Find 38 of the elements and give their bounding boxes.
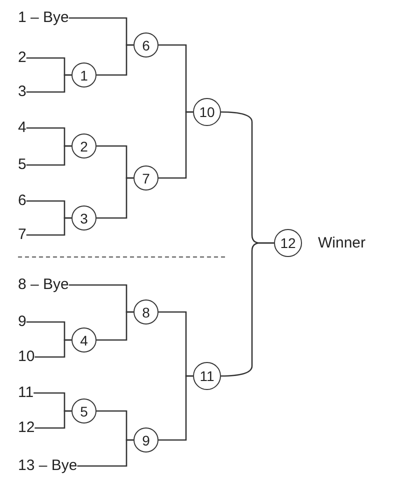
game-number-circle: 6 xyxy=(134,32,158,58)
team-entry: 9 xyxy=(18,313,26,331)
bracket-line xyxy=(158,111,193,179)
winner-label: Winner xyxy=(318,234,366,252)
game-number-circle: 5 xyxy=(72,398,96,424)
game-number-circle: 9 xyxy=(134,428,158,452)
game-number-circle: 8 xyxy=(134,300,158,324)
bracket-line xyxy=(26,217,72,236)
bracket-line xyxy=(158,375,193,441)
team-entry: 8 – Bye xyxy=(18,276,69,294)
bracket-line xyxy=(96,311,134,341)
bracket-line xyxy=(96,177,134,219)
team-entry: 1 – Bye xyxy=(18,9,69,27)
bracket-line xyxy=(34,410,72,429)
game-number-circle: 1 xyxy=(72,62,96,88)
game-number-circle: 12 xyxy=(274,229,302,257)
team-entry: 6 xyxy=(18,192,26,210)
bracket-line xyxy=(77,439,134,467)
game-number-circle: 2 xyxy=(72,134,96,158)
team-entry: 4 xyxy=(18,119,26,137)
team-entry: 5 xyxy=(18,156,26,174)
bracket-line xyxy=(26,145,72,166)
game-number-circle: 3 xyxy=(72,206,96,230)
game-number-circle: 11 xyxy=(193,362,221,390)
game-number-circle: 10 xyxy=(193,98,221,126)
game-number-circle: 7 xyxy=(134,166,158,190)
team-entry: 2 xyxy=(18,49,26,67)
team-entry: 12 xyxy=(18,419,35,437)
bracket-brace xyxy=(221,242,274,377)
team-entry: 13 – Bye xyxy=(18,457,78,475)
bracket-line xyxy=(96,44,134,76)
team-entry: 3 xyxy=(18,83,26,101)
bracket-line xyxy=(34,339,72,358)
game-number-circle: 4 xyxy=(72,328,96,352)
team-entry: 10 xyxy=(18,348,35,366)
team-entry: 11 xyxy=(18,384,34,402)
team-entry: 7 xyxy=(18,226,26,244)
bracket-line xyxy=(26,74,72,93)
